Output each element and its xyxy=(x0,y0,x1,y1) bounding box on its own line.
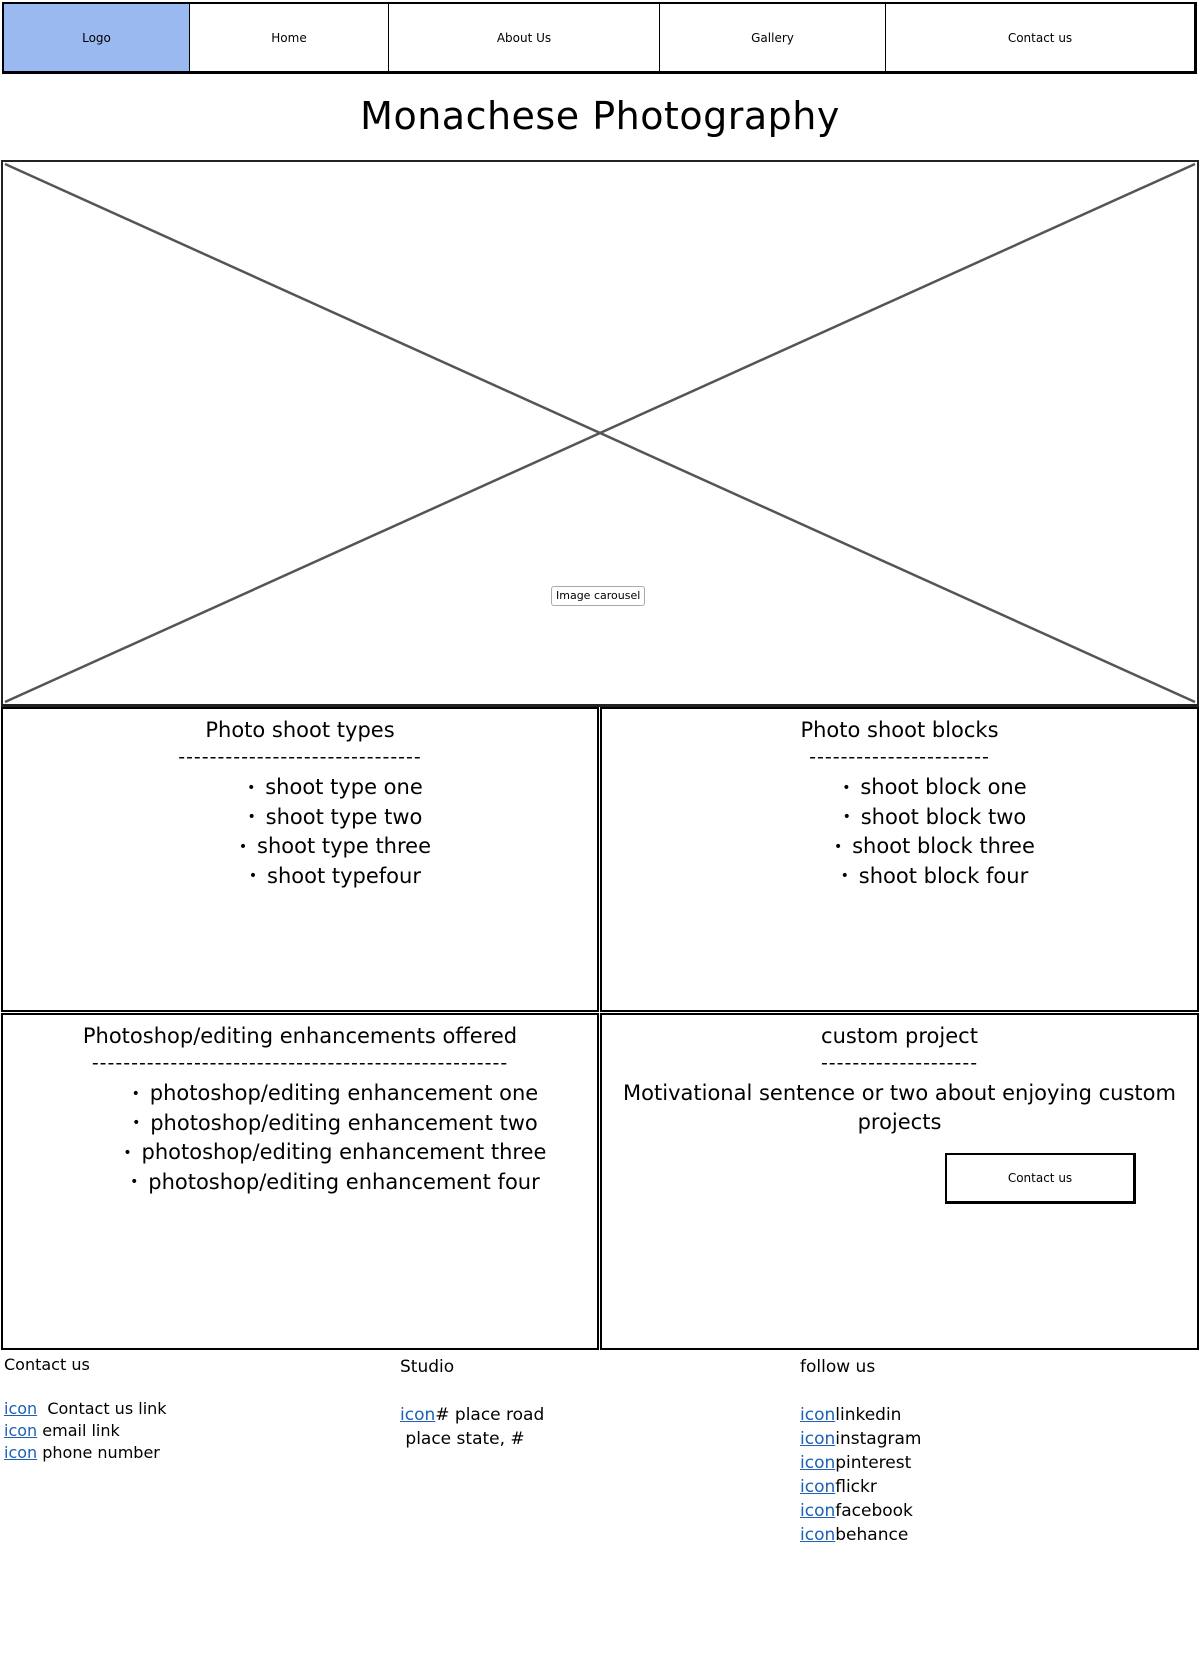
bullet-icon: • xyxy=(248,868,258,884)
contact-link-icon[interactable]: icon xyxy=(4,1399,38,1418)
bullet-icon: • xyxy=(238,838,248,855)
footer-studio: Studio icon# place road place state, # xyxy=(400,1355,780,1451)
enhancements-title: Photoshop/editing enhancements offered xyxy=(82,1024,518,1048)
bullet-icon: • xyxy=(132,1115,141,1131)
phone-icon[interactable]: icon xyxy=(4,1443,38,1462)
flickr-icon[interactable]: icon xyxy=(800,1477,836,1497)
page-title: Monachese Photography xyxy=(360,94,840,138)
carousel-label: Image carousel xyxy=(551,586,646,606)
image-carousel[interactable]: Image carousel xyxy=(1,160,1199,707)
list-item: •shoot typefour xyxy=(63,862,597,892)
bullet-icon: • xyxy=(247,809,256,825)
linkedin-icon[interactable]: icon xyxy=(800,1405,836,1425)
custom-project-title: custom project xyxy=(821,1024,978,1048)
bullet-icon: • xyxy=(842,779,851,796)
shoot-types-panel: Photo shoot types ----------------------… xyxy=(1,707,599,1012)
nav-contact-us[interactable]: Contact us xyxy=(1007,30,1073,45)
enhancements-panel: Photoshop/editing enhancements offered -… xyxy=(1,1013,599,1350)
shoot-blocks-panel: Photo shoot blocks ---------------------… xyxy=(600,707,1199,1012)
list-item: •shoot block two xyxy=(662,803,1197,833)
custom-project-text: Motivational sentence or two about enjoy… xyxy=(623,1081,1176,1134)
footer-phone-number: icon phone number xyxy=(4,1443,160,1462)
footer-follow-heading: follow us xyxy=(800,1357,876,1377)
bullet-icon: • xyxy=(131,1085,140,1102)
footer-follow: follow us iconlinkedin iconinstagram ico… xyxy=(800,1355,1180,1547)
bullet-icon: • xyxy=(247,779,256,796)
list-item: •shoot type one xyxy=(63,773,597,803)
list-item: •shoot type three xyxy=(63,832,597,862)
top-nav: Logo Home About Us Gallery Contact us xyxy=(2,2,1197,74)
contact-us-button[interactable]: Contact us xyxy=(945,1153,1136,1204)
image-placeholder-icon xyxy=(4,162,1196,704)
shoot-types-list: •shoot type one •shoot type two •shoot t… xyxy=(3,773,597,891)
custom-project-panel: custom project -------------------- Moti… xyxy=(600,1013,1199,1350)
location-icon[interactable]: icon xyxy=(400,1405,436,1425)
social-facebook: iconfacebook xyxy=(800,1501,913,1521)
nav-home[interactable]: Home xyxy=(190,4,389,71)
list-item: •shoot block three xyxy=(662,832,1197,862)
nav-about-us[interactable]: About Us xyxy=(389,4,660,71)
pinterest-icon[interactable]: icon xyxy=(800,1453,836,1473)
social-behance: iconbehance xyxy=(800,1525,909,1545)
shoot-types-title: Photo shoot types xyxy=(205,718,395,742)
bullet-icon: • xyxy=(840,868,849,884)
list-item: •photoshop/editing enhancement one xyxy=(63,1079,597,1109)
logo[interactable]: Logo xyxy=(4,4,190,71)
divider: -------------------- xyxy=(820,1052,979,1074)
studio-address-line-2: place state, # xyxy=(400,1429,525,1449)
footer-contact-heading: Contact us xyxy=(4,1355,90,1374)
instagram-icon[interactable]: icon xyxy=(800,1429,836,1449)
footer-email-link: icon email link xyxy=(4,1421,120,1440)
studio-address-line: icon# place road xyxy=(400,1405,545,1425)
footer-studio-heading: Studio xyxy=(400,1357,455,1377)
enhancements-list: •photoshop/editing enhancement one •phot… xyxy=(3,1079,597,1197)
bullet-icon: • xyxy=(123,1144,132,1161)
divider: ----------------------------------------… xyxy=(91,1052,509,1074)
bullet-icon: • xyxy=(842,809,851,825)
list-item: •photoshop/editing enhancement three xyxy=(63,1138,597,1168)
list-item: •photoshop/editing enhancement four xyxy=(63,1168,597,1198)
social-linkedin: iconlinkedin xyxy=(800,1405,902,1425)
social-flickr: iconflickr xyxy=(800,1477,877,1497)
divider: ------------------------------- xyxy=(178,746,422,768)
list-item: •photoshop/editing enhancement two xyxy=(63,1109,597,1139)
bullet-icon: • xyxy=(130,1174,139,1190)
list-item: •shoot type two xyxy=(63,803,597,833)
email-icon[interactable]: icon xyxy=(4,1421,38,1440)
behance-icon[interactable]: icon xyxy=(800,1525,836,1545)
facebook-icon[interactable]: icon xyxy=(800,1501,836,1521)
footer-contact-link: icon Contact us link xyxy=(4,1399,167,1418)
list-item: •shoot block four xyxy=(662,862,1197,892)
divider: ----------------------- xyxy=(809,746,990,768)
nav-gallery[interactable]: Gallery xyxy=(660,4,886,71)
shoot-blocks-list: •shoot block one •shoot block two •shoot… xyxy=(602,773,1197,891)
list-item: •shoot block one xyxy=(662,773,1197,803)
social-pinterest: iconpinterest xyxy=(800,1453,912,1473)
social-instagram: iconinstagram xyxy=(800,1429,922,1449)
bullet-icon: • xyxy=(833,838,843,855)
shoot-blocks-title: Photo shoot blocks xyxy=(800,718,999,742)
footer-contact: Contact us icon Contact us link icon ema… xyxy=(4,1354,384,1464)
